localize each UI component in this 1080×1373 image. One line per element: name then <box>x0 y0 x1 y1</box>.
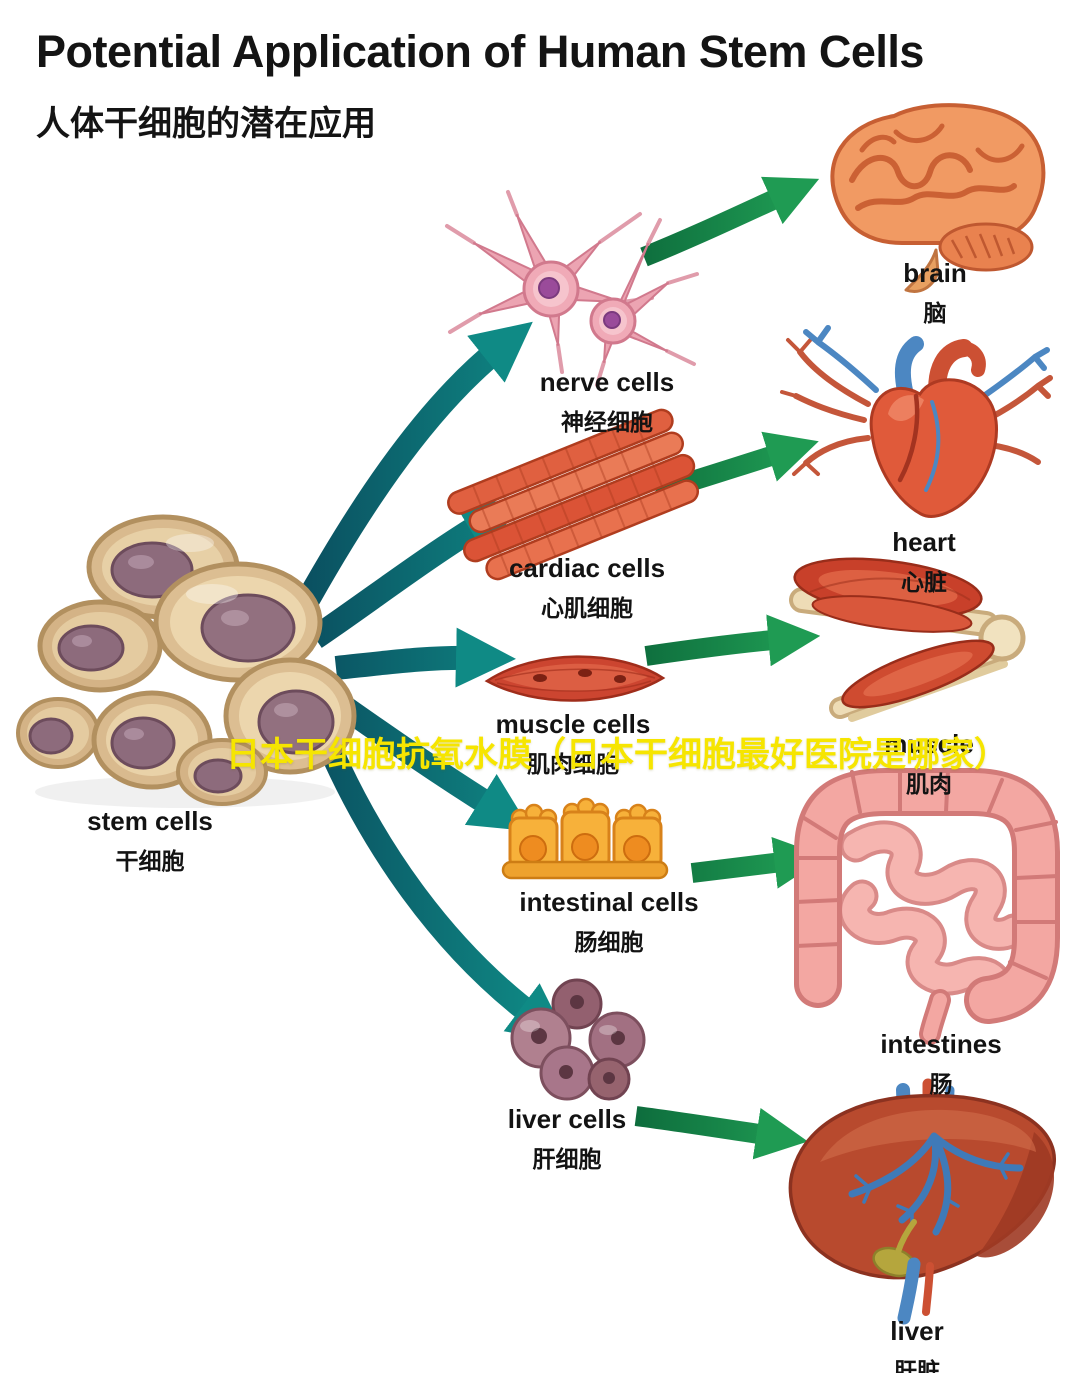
intestinal-cells-label-en: intestinal cells <box>519 887 699 917</box>
arrows-cells-to-organs <box>634 176 827 1160</box>
liver-cells-illustration <box>510 978 646 1101</box>
stem-cells-illustration <box>16 514 357 808</box>
muscle-cells-illustration <box>484 655 666 702</box>
cardiac-cells-illustration <box>447 408 700 581</box>
arrow-stem-to-muscle <box>334 627 516 688</box>
liver-cells-label-zh: 肝细胞 <box>532 1146 602 1172</box>
heart-label-en: heart <box>892 527 956 557</box>
liver-label-zh: 肝脏 <box>894 1358 940 1373</box>
cardiac-cells-label-zh: 心肌细胞 <box>541 595 633 621</box>
muscle-illustration <box>789 557 1026 722</box>
muscle-cells-label-en: muscle cells <box>495 709 651 739</box>
stem-cells-label-zh: 干细胞 <box>115 848 185 874</box>
label-intestinal-cells: intestinal cells 肠细胞 <box>519 887 698 957</box>
heart-label-zh: 心脏 <box>900 569 947 595</box>
brain-label-zh: 脑 <box>923 300 947 326</box>
heart-illustration <box>780 325 1053 518</box>
liver-label-en: liver <box>890 1316 944 1346</box>
intestinal-cells-illustration <box>501 797 669 880</box>
arrow-nerve-to-brain <box>640 176 820 267</box>
muscle-cells-label-zh: 肌肉细胞 <box>527 751 619 777</box>
stem-cells-label-en: stem cells <box>87 806 213 836</box>
arrow-stem-to-cardiac <box>308 499 522 648</box>
muscle-label-en: muscle <box>884 729 974 759</box>
arrow-musclecells-to-muscle <box>644 614 821 667</box>
label-heart: heart 心脏 <box>892 527 956 597</box>
nerve-cells-label-en: nerve cells <box>539 367 675 397</box>
label-muscle: muscle 肌肉 <box>884 729 974 799</box>
intestines-label-zh: 肠 <box>929 1071 953 1097</box>
label-brain: brain 脑 <box>903 258 967 328</box>
label-muscle-cells: muscle cells 肌肉细胞 <box>496 709 651 779</box>
label-liver-cells: liver cells 肝细胞 <box>508 1104 627 1174</box>
page-title: Potential Application of Human Stem Cell… <box>36 26 924 77</box>
brain-illustration <box>830 103 1046 293</box>
arrow-stem-to-nerve <box>289 321 533 620</box>
label-intestines: intestines 肠 <box>880 1029 1001 1099</box>
arrow-livercells-to-liver <box>634 1106 808 1160</box>
intestines-illustration <box>794 768 1060 1045</box>
liver-cells-label-en: liver cells <box>507 1104 627 1134</box>
label-cardiac-cells: cardiac cells 心肌细胞 <box>509 553 665 623</box>
brain-label-en: brain <box>903 258 967 288</box>
intestinal-cells-label-zh: 肠细胞 <box>574 929 644 955</box>
muscle-label-zh: 肌肉 <box>905 771 952 797</box>
label-stem-cells: stem cells 干细胞 <box>87 806 213 876</box>
cardiac-cells-label-en: cardiac cells <box>508 553 666 583</box>
liver-illustration <box>788 1078 1056 1325</box>
intestines-label-en: intestines <box>880 1029 1002 1059</box>
label-liver: liver 肝脏 <box>890 1316 944 1373</box>
page-title-zh: 人体干细胞的潜在应用 <box>36 105 376 143</box>
arrow-intestinal-to-intestines <box>690 837 827 889</box>
label-nerve-cells: nerve cells 神经细胞 <box>540 367 674 437</box>
arrow-stem-to-liver <box>303 707 570 1044</box>
nerve-cells-label-zh: 神经细胞 <box>561 409 653 435</box>
nerve-cells-illustration <box>445 190 699 387</box>
watermark-text: 日本干细胞抗氧水膜（日本干细胞最好医院是哪家） <box>226 736 1008 774</box>
